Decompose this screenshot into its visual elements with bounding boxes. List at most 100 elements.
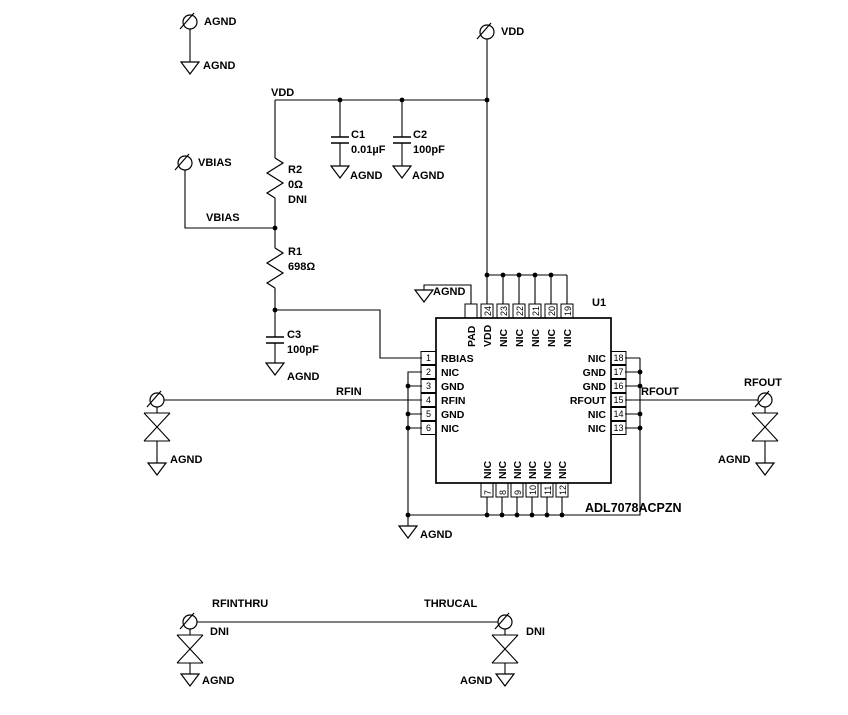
port-thrucal-label: THRUCAL — [424, 598, 478, 610]
pin-15-name: RFOUT — [569, 395, 606, 407]
ic-outline — [420, 303, 627, 498]
pin-24-number: 24 — [483, 305, 493, 316]
bottom-gnd-rail — [408, 357, 641, 516]
port-rfinthru-label: RFINTHRU — [212, 598, 269, 610]
c1-ground-label: AGND — [350, 170, 383, 182]
pin-17-number: 17 — [613, 367, 624, 377]
capacitor-c3 — [266, 336, 284, 344]
ic-ref: U1 — [592, 297, 607, 309]
ic-bottom-ground-label: AGND — [420, 529, 453, 541]
pin-8-number: 8 — [498, 489, 508, 495]
rfin-ground-label: AGND — [170, 454, 203, 466]
pad-ground-wire — [423, 284, 472, 304]
pin-3-name: GND — [441, 381, 465, 393]
pin-22-name: NIC — [514, 328, 526, 347]
ic-bottom-ground — [397, 525, 419, 539]
ic-part-number: ADL7078ACPZN — [585, 501, 682, 515]
port-vbias — [174, 153, 193, 171]
rfinthru-ground — [179, 673, 201, 687]
pin-10-number: 10 — [528, 484, 538, 495]
c3-ref: C3 — [287, 329, 302, 341]
pin-5-number: 5 — [425, 409, 431, 419]
agnd-top-ground — [179, 61, 201, 75]
rbias-wire — [275, 309, 422, 359]
port-agnd-top — [179, 12, 198, 30]
c2-ref: C2 — [413, 129, 428, 141]
junction-dots — [272, 97, 643, 518]
pin-14-number: 14 — [613, 409, 624, 419]
pin-19-name: NIC — [562, 328, 574, 347]
pin-8-name: NIC — [497, 460, 509, 479]
thru-wire — [189, 621, 506, 674]
pin-14-name: NIC — [587, 409, 606, 421]
c3-value: 100pF — [287, 344, 319, 356]
pin-20-name: NIC — [546, 328, 558, 347]
pin-6-name: NIC — [441, 423, 460, 435]
pin-11-number: 11 — [543, 485, 553, 495]
ground-symbols — [146, 61, 776, 687]
pin-16-number: 16 — [613, 381, 624, 391]
resistor-r1 — [265, 247, 285, 289]
pin-24-name: VDD — [482, 324, 494, 347]
pin-17-name: GND — [582, 367, 606, 379]
capacitor-c2 — [393, 136, 411, 144]
resistor-r2 — [265, 157, 285, 199]
pin-6-number: 6 — [425, 423, 431, 433]
rfin-ground — [146, 462, 168, 476]
r1-value: 698Ω — [288, 261, 316, 273]
c1-value: 0.01µF — [351, 144, 386, 156]
rfout-wire — [625, 399, 766, 463]
sma-rfinthru — [176, 634, 204, 664]
thrucal-ground-label: AGND — [460, 675, 493, 687]
pin-21-number: 21 — [531, 305, 541, 316]
port-rfin — [146, 390, 165, 408]
c3-ground — [264, 362, 286, 376]
r2-ref: R2 — [288, 164, 303, 176]
pin-22-number: 22 — [515, 305, 525, 316]
pin-9-name: NIC — [512, 460, 524, 479]
pin-12-number: 12 — [558, 484, 568, 495]
pin-4-number: 4 — [425, 395, 431, 405]
port-vbias-label: VBIAS — [198, 157, 232, 169]
pin-19-number: 19 — [563, 305, 573, 316]
r2-dni-note: DNI — [288, 194, 307, 206]
pin-pad-name: PAD — [466, 325, 478, 347]
pin-1-name: RBIAS — [441, 353, 474, 365]
port-rfinthru — [179, 612, 198, 630]
pin-23-name: NIC — [498, 328, 510, 347]
pin-23-number: 23 — [499, 305, 509, 316]
c3-ground-label: AGND — [287, 371, 320, 383]
port-thrucal — [494, 612, 513, 630]
r2-value: 0Ω — [288, 179, 303, 191]
vbias-wire — [184, 170, 275, 229]
net-vdd-label: VDD — [271, 87, 295, 99]
pin-4-name: RFIN — [441, 395, 466, 407]
rfinthru-ground-label: AGND — [202, 675, 235, 687]
pin-13-number: 13 — [613, 423, 624, 433]
pin-15-number: 15 — [613, 395, 624, 405]
sma-thrucal — [491, 634, 519, 664]
pad-ground — [413, 289, 435, 303]
pin-21-name: NIC — [530, 328, 542, 347]
rfout-ground-label: AGND — [718, 454, 751, 466]
thrucal-ground — [494, 673, 516, 687]
pin-20-number: 20 — [547, 305, 557, 316]
port-vdd — [476, 22, 495, 40]
pin-7-number: 7 — [483, 489, 493, 495]
pin-18-name: NIC — [587, 353, 606, 365]
pin-3-number: 3 — [425, 381, 431, 391]
sma-rfout — [751, 412, 779, 442]
rfinthru-dni-note: DNI — [210, 626, 229, 638]
net-rfout-label: RFOUT — [641, 386, 679, 398]
pin-13-name: NIC — [587, 423, 606, 435]
c2-ground-label: AGND — [412, 170, 445, 182]
thrucal-dni-note: DNI — [526, 626, 545, 638]
pin-boxes — [420, 303, 627, 498]
port-rfout — [754, 390, 773, 408]
rfout-ground — [754, 462, 776, 476]
pin-16-name: GND — [582, 381, 606, 393]
c2-value: 100pF — [413, 144, 445, 156]
pad-ground-label: AGND — [433, 286, 466, 298]
